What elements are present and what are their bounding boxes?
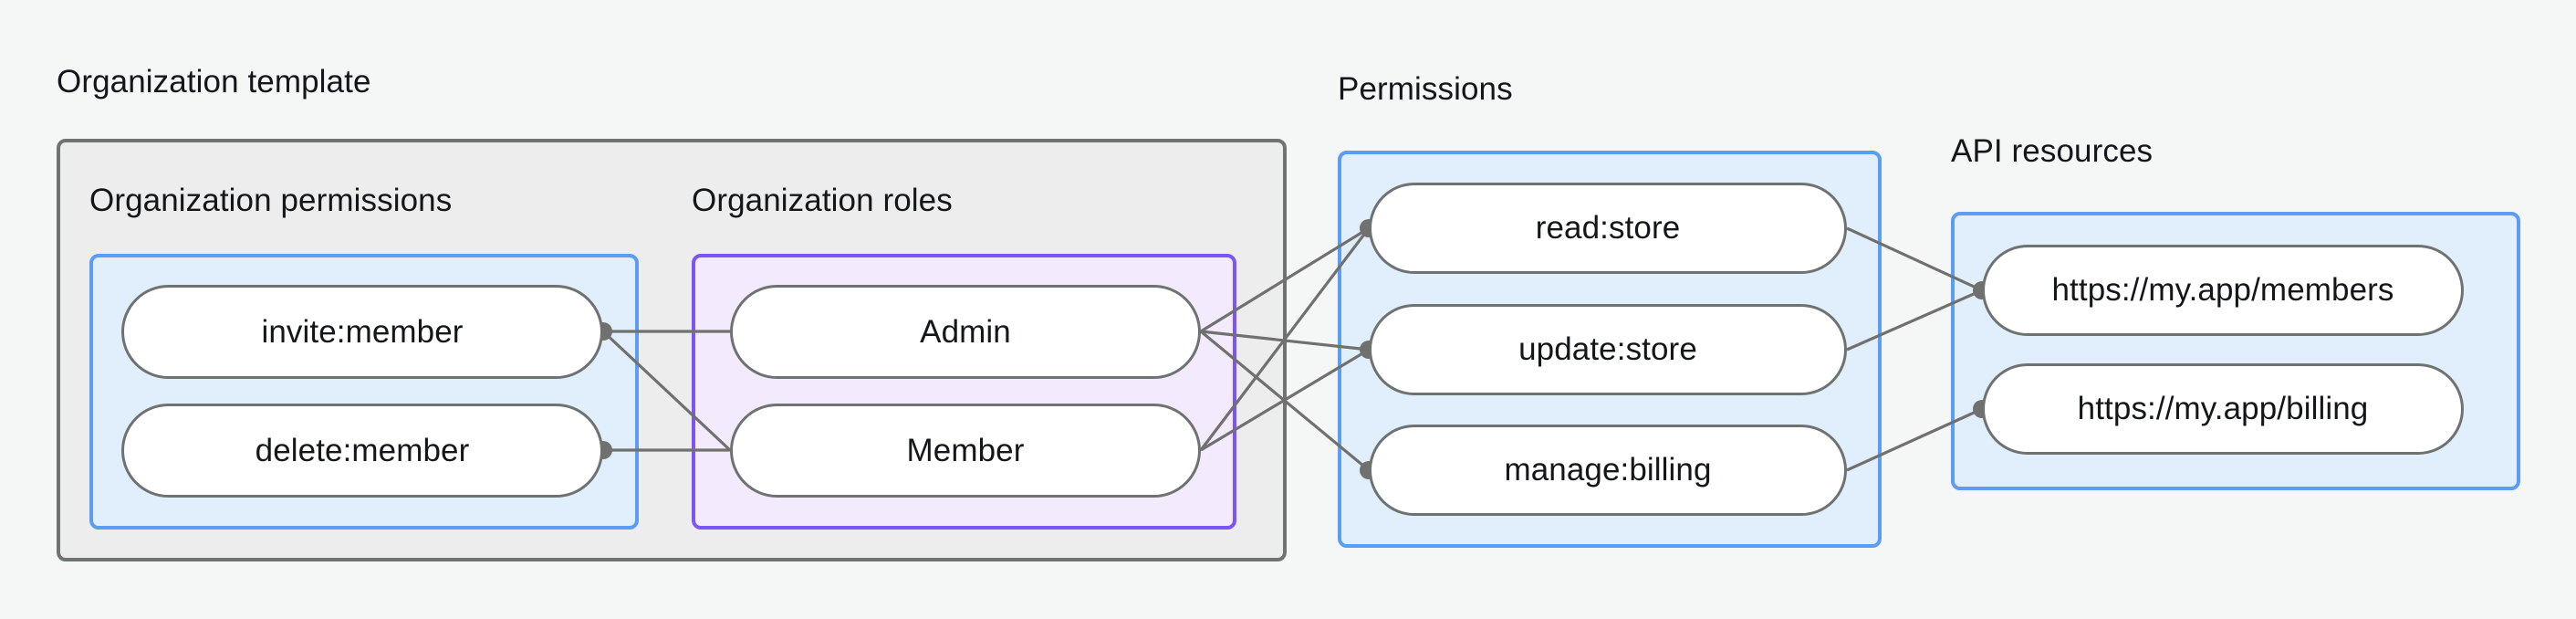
node-delete-member[interactable]: delete:member — [121, 404, 603, 498]
node-admin[interactable]: Admin — [730, 285, 1201, 379]
node-members-endpoint[interactable]: https://my.app/members — [1982, 245, 2464, 336]
node-read-store[interactable]: read:store — [1369, 183, 1847, 274]
node-invite-member[interactable]: invite:member — [121, 285, 603, 379]
node-member[interactable]: Member — [730, 404, 1201, 498]
organization-roles-label: Organization roles — [692, 183, 953, 218]
organization-permissions-label: Organization permissions — [89, 183, 453, 218]
node-update-store[interactable]: update:store — [1369, 304, 1847, 395]
api-resources-label: API resources — [1951, 133, 2154, 169]
organization-template-label: Organization template — [57, 64, 371, 100]
permissions-label: Permissions — [1338, 71, 1513, 107]
node-billing-endpoint[interactable]: https://my.app/billing — [1982, 363, 2464, 455]
node-manage-billing[interactable]: manage:billing — [1369, 425, 1847, 516]
